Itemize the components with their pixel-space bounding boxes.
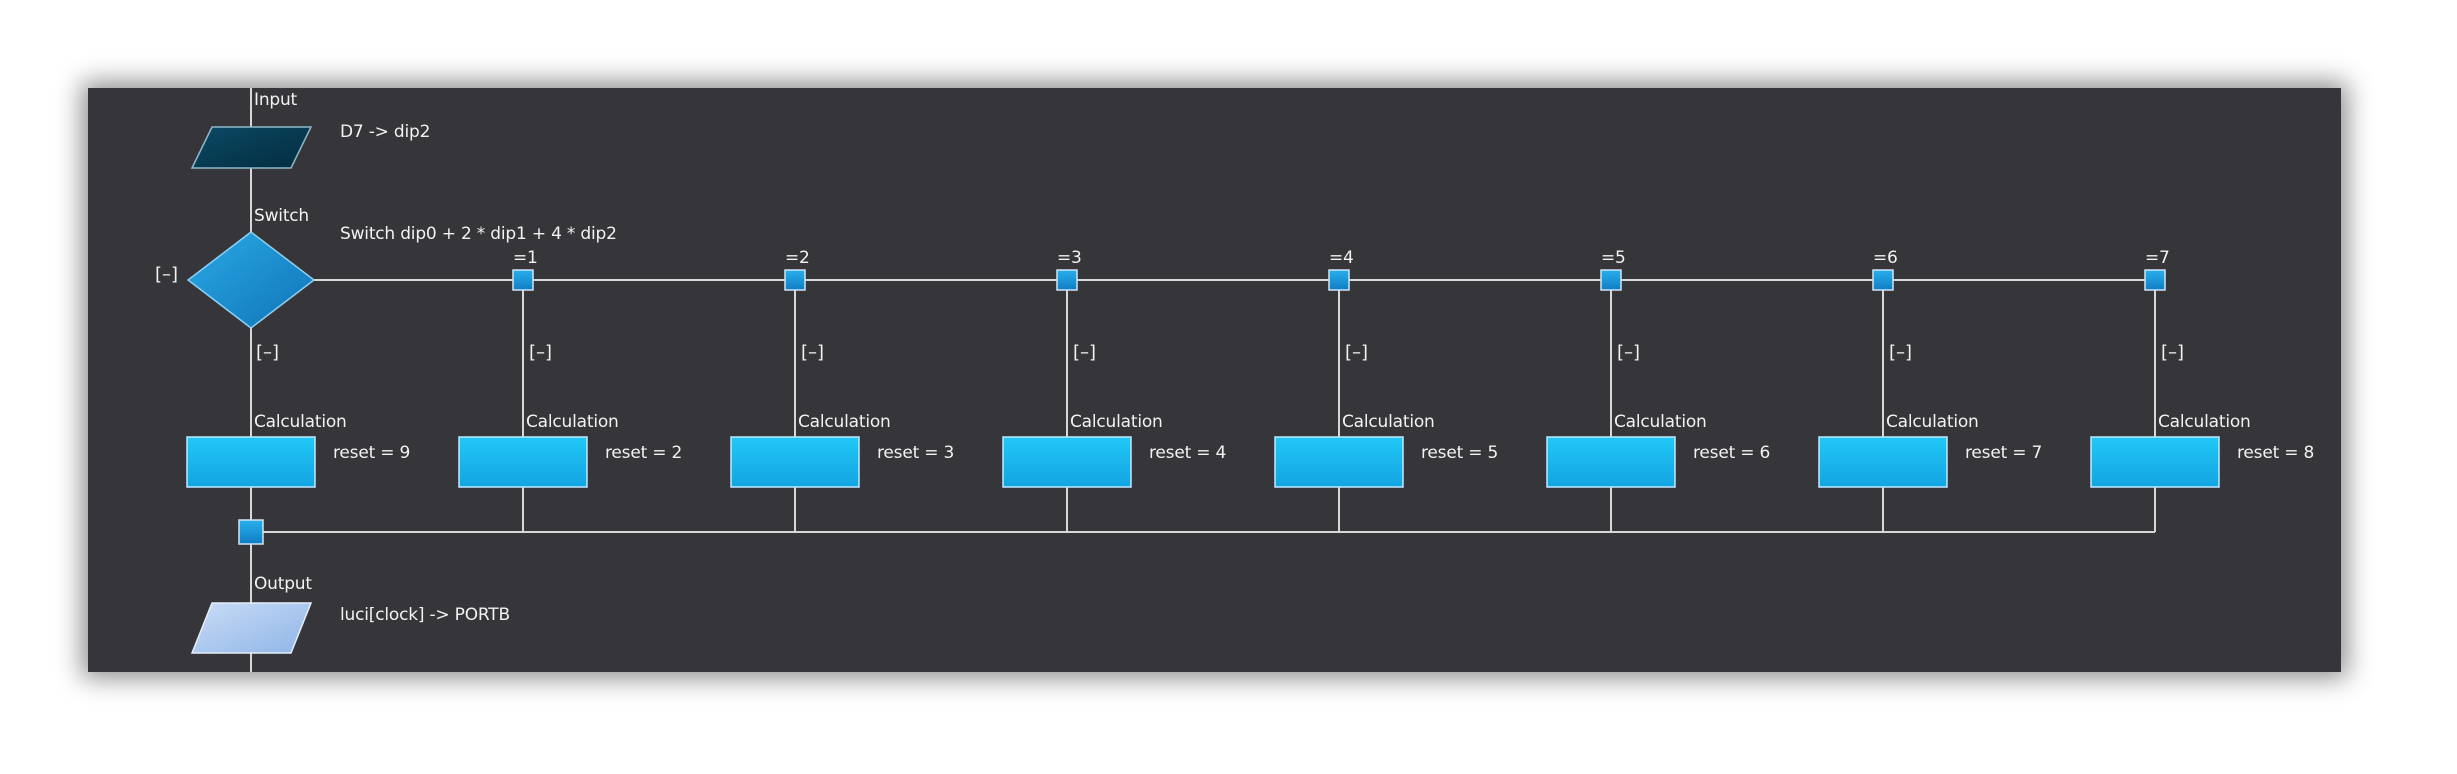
flowchart-diagram — [186, 88, 2220, 672]
output-type-label: Output — [254, 574, 312, 594]
output-shape[interactable] — [190, 602, 313, 654]
calculation-box-6[interactable] — [1818, 436, 1948, 488]
case-node-2[interactable] — [784, 269, 806, 291]
calculation-box-5[interactable] — [1546, 436, 1676, 488]
default-branch-collapse-toggle[interactable]: [–] — [256, 342, 280, 363]
calculation-text: reset = 3 — [877, 443, 955, 463]
calculation-box-2[interactable] — [730, 436, 860, 488]
case-label: =5 — [1601, 248, 1626, 268]
input-type-label: Input — [254, 90, 298, 110]
calculation-box-1[interactable] — [458, 436, 588, 488]
case-label: =2 — [785, 248, 810, 268]
calculation-type-label: Calculation — [1070, 412, 1163, 432]
calculation-box-3[interactable] — [1002, 436, 1132, 488]
calculation-box-default[interactable] — [186, 436, 316, 488]
case-node-6[interactable] — [1872, 269, 1894, 291]
calculation-type-label: Calculation — [1342, 412, 1435, 432]
branch-collapse-toggle[interactable]: [–] — [2161, 342, 2185, 363]
calculation-text: reset = 8 — [2237, 443, 2315, 463]
case-node-7[interactable] — [2144, 269, 2166, 291]
flowchart-canvas: Input D7 -> dip2 Switch Switch dip0 + 2 … — [88, 88, 2341, 672]
case-label: =1 — [513, 248, 538, 268]
branch-collapse-toggle[interactable]: [–] — [801, 342, 825, 363]
case-label: =6 — [1873, 248, 1898, 268]
calculation-type-label: Calculation — [526, 412, 619, 432]
calculation-type-label: Calculation — [1886, 412, 1979, 432]
calculation-text: reset = 9 — [333, 443, 411, 463]
calculation-text: reset = 6 — [1693, 443, 1771, 463]
output-text: luci[clock] -> PORTB — [340, 605, 510, 625]
branch-collapse-toggle[interactable]: [–] — [1617, 342, 1641, 363]
switch-text: Switch dip0 + 2 * dip1 + 4 * dip2 — [340, 224, 617, 244]
branch-collapse-toggle[interactable]: [–] — [1073, 342, 1097, 363]
case-node-3[interactable] — [1056, 269, 1078, 291]
branch-collapse-toggle[interactable]: [–] — [1345, 342, 1369, 363]
calculation-box-7[interactable] — [2090, 436, 2220, 488]
input-text: D7 -> dip2 — [340, 122, 431, 142]
switch-decision-shape[interactable] — [186, 231, 316, 329]
case-node-1[interactable] — [512, 269, 534, 291]
case-node-5[interactable] — [1600, 269, 1622, 291]
switch-collapse-toggle[interactable]: [–] — [155, 264, 179, 285]
case-node-4[interactable] — [1328, 269, 1350, 291]
case-label: =7 — [2145, 248, 2170, 268]
calculation-type-label: Calculation — [254, 412, 347, 432]
case-label: =4 — [1329, 248, 1354, 268]
branch-collapse-toggle[interactable]: [–] — [529, 342, 553, 363]
merge-node[interactable] — [238, 519, 264, 545]
calculation-type-label: Calculation — [2158, 412, 2251, 432]
case-label: =3 — [1057, 248, 1082, 268]
calculation-text: reset = 4 — [1149, 443, 1227, 463]
calculation-type-label: Calculation — [798, 412, 891, 432]
calculation-text: reset = 5 — [1421, 443, 1499, 463]
calculation-text: reset = 7 — [1965, 443, 2043, 463]
calculation-text: reset = 2 — [605, 443, 683, 463]
calculation-type-label: Calculation — [1614, 412, 1707, 432]
switch-type-label: Switch — [254, 206, 310, 226]
branch-collapse-toggle[interactable]: [–] — [1889, 342, 1913, 363]
calculation-box-4[interactable] — [1274, 436, 1404, 488]
input-shape[interactable] — [190, 126, 313, 169]
